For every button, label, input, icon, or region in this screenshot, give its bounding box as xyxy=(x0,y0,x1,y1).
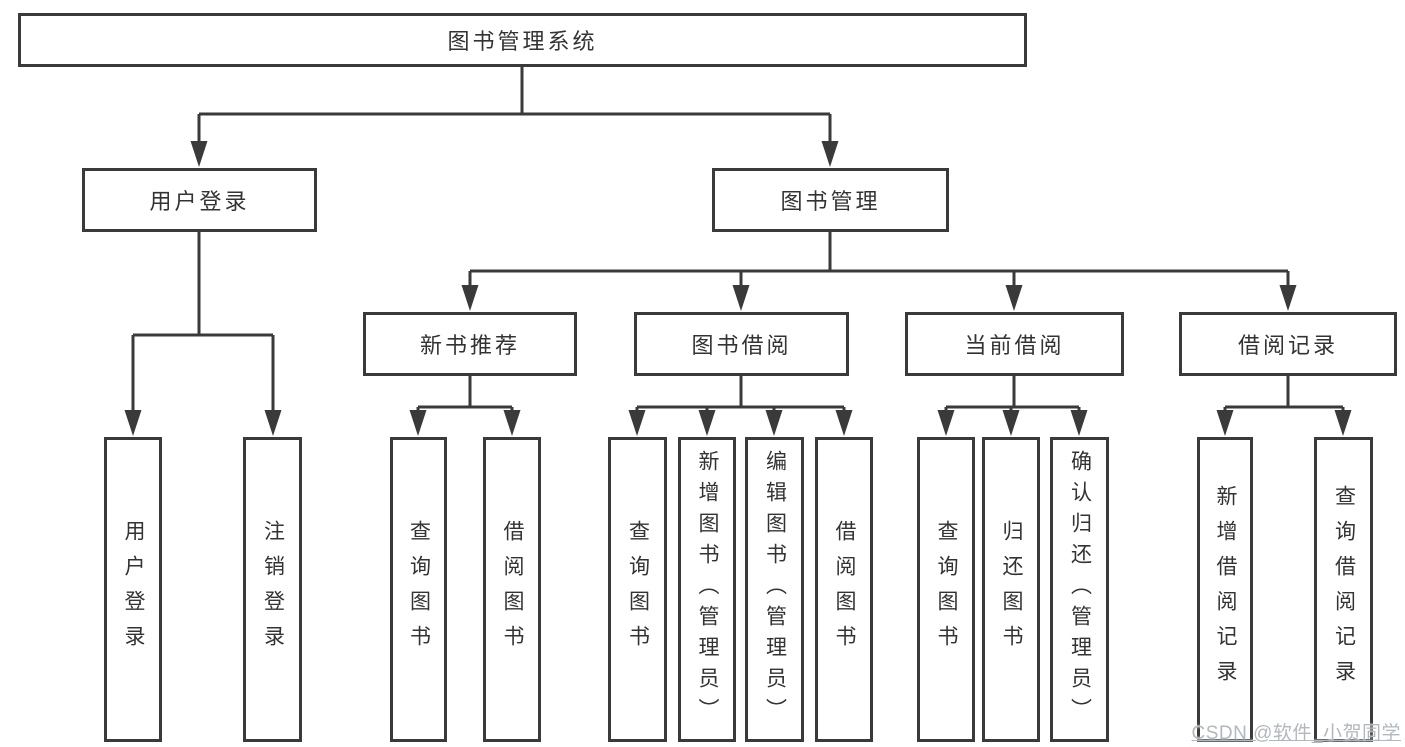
node-current-borrow: 当前借阅 xyxy=(905,312,1124,376)
connector-user-login-to-leaves xyxy=(124,232,282,436)
leaf-query-books-current: 查询图书 xyxy=(917,437,975,742)
node-library-management-system: 图书管理系统 xyxy=(18,13,1027,67)
leaf-borrow-books-recommend: 借阅图书 xyxy=(483,437,541,742)
node-new-book-recommend: 新书推荐 xyxy=(363,312,577,376)
leaf-query-books-recommend: 查询图书 xyxy=(390,437,447,742)
node-user-login: 用户登录 xyxy=(82,168,317,232)
leaf-query-books-borrow: 查询图书 xyxy=(608,437,667,742)
connector-borrow-records-to-leaves xyxy=(1216,376,1352,436)
leaf-confirm-return-admin: 确认归还（管理员） xyxy=(1050,437,1109,742)
node-book-borrow: 图书借阅 xyxy=(634,312,849,376)
csdn-watermark: CSDN @软件_小贺同学 xyxy=(1191,723,1401,744)
leaf-add-borrow-record: 新增借阅记录 xyxy=(1197,437,1253,742)
connector-current-borrow-to-leaves xyxy=(937,376,1088,436)
connector-new-book-to-leaves xyxy=(409,376,521,436)
node-book-management: 图书管理 xyxy=(712,168,949,232)
leaf-borrow-books: 借阅图书 xyxy=(815,437,873,742)
connector-root-to-level1 xyxy=(190,67,839,167)
node-borrow-records: 借阅记录 xyxy=(1179,312,1397,376)
leaf-query-borrow-record: 查询借阅记录 xyxy=(1314,437,1373,742)
leaf-user-login: 用户登录 xyxy=(104,437,162,742)
connector-book-management-to-level2 xyxy=(461,232,1297,311)
connector-book-borrow-to-leaves xyxy=(628,376,853,436)
leaf-logout: 注销登录 xyxy=(243,437,302,742)
leaf-edit-books-admin: 编辑图书（管理员） xyxy=(745,437,804,742)
leaf-add-books-admin: 新增图书（管理员） xyxy=(678,437,736,742)
leaf-return-books: 归还图书 xyxy=(982,437,1040,742)
